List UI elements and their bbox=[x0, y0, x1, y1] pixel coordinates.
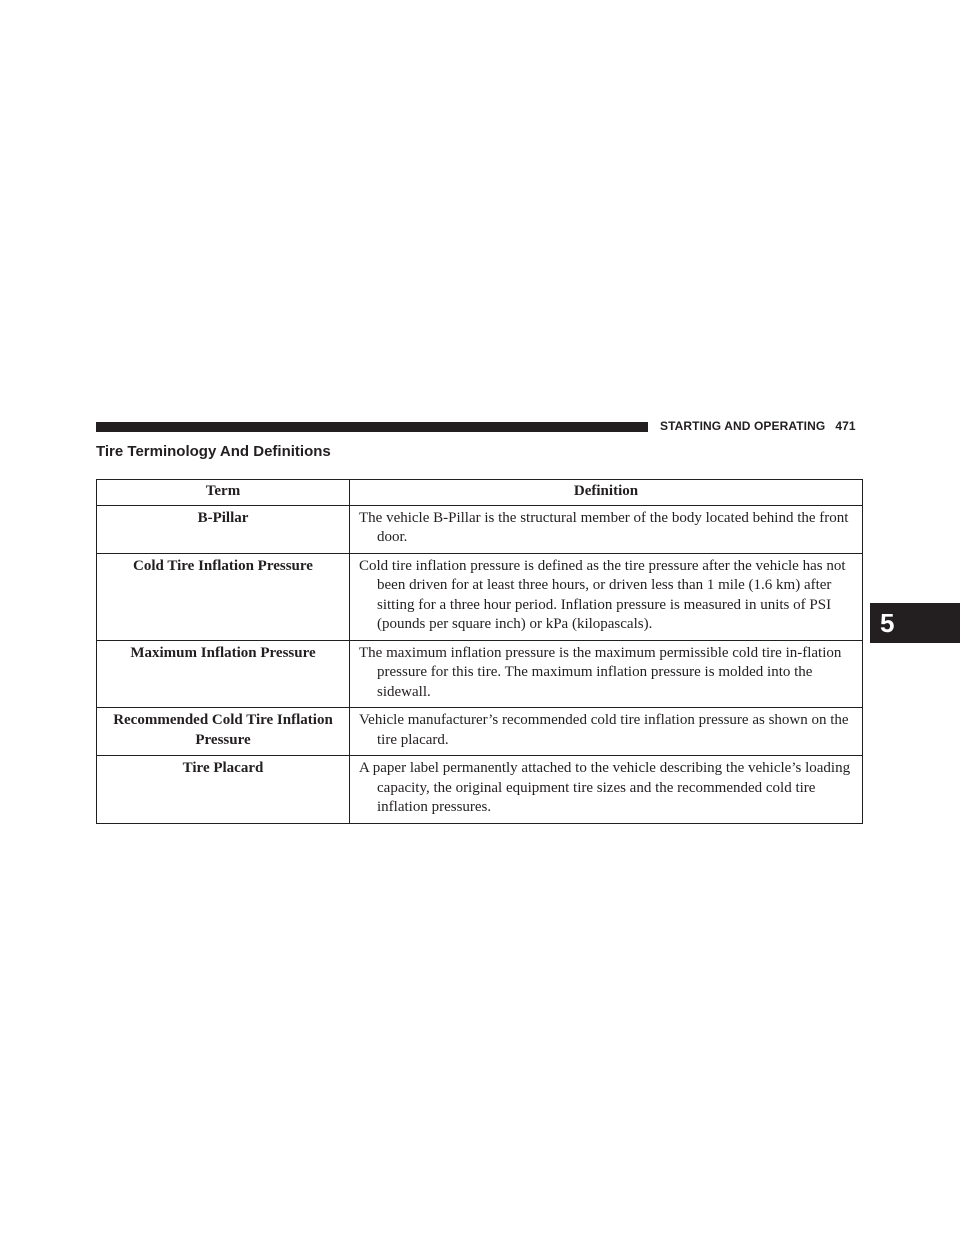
term-cell: B-Pillar bbox=[96, 504, 350, 554]
definition-cell: Vehicle manufacturer’s recommended cold … bbox=[349, 707, 863, 756]
table-row: Cold Tire Inflation Pressure Cold tire i… bbox=[96, 552, 863, 641]
page-number: 471 bbox=[835, 419, 856, 433]
column-header-term: Term bbox=[96, 479, 350, 506]
term-cell: Maximum Inflation Pressure bbox=[96, 639, 350, 708]
table-row: Maximum Inflation Pressure The maximum i… bbox=[96, 639, 863, 708]
section-name: STARTING AND OPERATING bbox=[660, 419, 826, 433]
table-header-row: Term Definition bbox=[96, 479, 863, 506]
definition-cell: The maximum inflation pressure is the ma… bbox=[349, 639, 863, 708]
definition-cell: The vehicle B-Pillar is the structural m… bbox=[349, 504, 863, 554]
term-cell: Tire Placard bbox=[96, 755, 350, 824]
column-header-definition: Definition bbox=[349, 479, 863, 506]
page-title: Tire Terminology And Definitions bbox=[96, 443, 331, 460]
table-row: Tire Placard A paper label permanently a… bbox=[96, 755, 863, 824]
definition-text: Cold tire inflation pressure is defined … bbox=[359, 557, 846, 633]
term-cell: Cold Tire Inflation Pressure bbox=[96, 552, 350, 641]
definition-text: The maximum inflation pressure is the ma… bbox=[359, 644, 842, 700]
table-row: B-Pillar The vehicle B-Pillar is the str… bbox=[96, 504, 863, 554]
definition-text: Vehicle manufacturer’s recommended cold … bbox=[359, 712, 849, 748]
definition-text: The vehicle B-Pillar is the structural m… bbox=[359, 509, 849, 546]
running-header: STARTING AND OPERATING 471 bbox=[660, 418, 856, 434]
term-cell: Recommended Cold Tire Inflation Pressure bbox=[96, 707, 350, 756]
definition-cell: Cold tire inflation pressure is defined … bbox=[349, 552, 863, 641]
header-rule bbox=[96, 422, 648, 432]
table-row: Recommended Cold Tire Inflation Pressure… bbox=[96, 707, 863, 756]
definition-cell: A paper label permanently attached to th… bbox=[349, 755, 863, 824]
definitions-table: Term Definition B-Pillar The vehicle B-P… bbox=[96, 479, 863, 824]
chapter-tab: 5 bbox=[870, 603, 960, 643]
definition-text: A paper label permanently attached to th… bbox=[359, 760, 851, 815]
